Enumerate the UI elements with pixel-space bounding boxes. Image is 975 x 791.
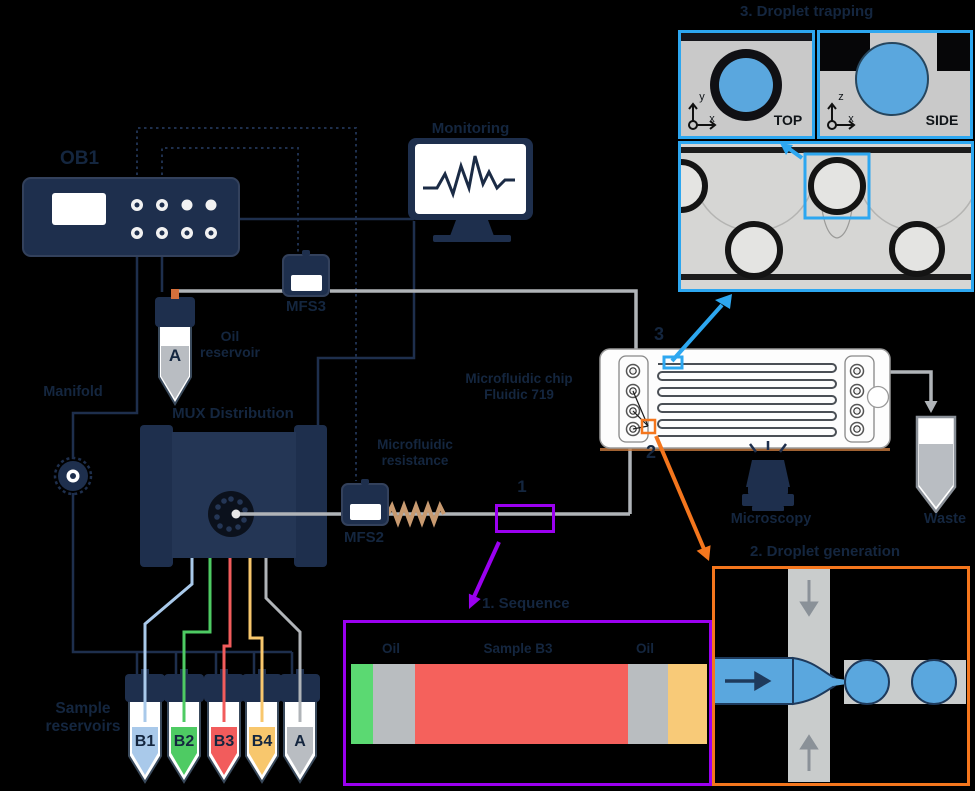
generation-title: 2. Droplet generation [750, 543, 901, 560]
manifold-icon [53, 456, 93, 496]
mux-label: MUX Distribution [172, 405, 294, 422]
ob1-pressure-controller [22, 177, 240, 257]
marker-1: 1 [517, 477, 527, 496]
monitoring-label: Monitoring [431, 120, 510, 137]
oil-flow-arrows [799, 580, 819, 771]
ob1-screen [52, 193, 106, 225]
mux-fluid-lines [143, 545, 302, 722]
side-view-label: SIDE [925, 112, 959, 128]
mfs3-port [302, 250, 310, 256]
trapping-title: 3. Droplet trapping [740, 3, 874, 20]
xy-axes-icon [688, 102, 717, 130]
sequence-segment-oil-1 [373, 664, 415, 744]
ob1-label: OB1 [60, 148, 100, 169]
sequence-panel [343, 620, 712, 786]
tube-b3-label: B3 [213, 733, 235, 750]
trapped-droplets [681, 157, 945, 279]
generation-marker-box [640, 418, 657, 435]
tube-b2-label: B2 [173, 733, 195, 750]
sequence-segment-yellow [668, 664, 707, 744]
monitoring-screen [408, 138, 533, 220]
sequence-segment-sample [415, 664, 628, 744]
mfs3-label: MFS3 [285, 298, 326, 315]
sequence-bar [351, 664, 707, 744]
sequence-label-oil-2: Oil [635, 641, 654, 656]
monitor-stand [433, 220, 511, 242]
resistance-label: Microfluidic resistance [377, 437, 453, 468]
zx-axes-icon [827, 102, 856, 130]
waste-tube [915, 415, 957, 515]
droplet-highlight-box [803, 152, 871, 220]
axis-x-label-side: x [848, 113, 854, 125]
signal-waveform [423, 155, 515, 199]
marker-2: 2 [645, 442, 656, 462]
mfs2-port [361, 479, 369, 485]
oil-reservoir-tube [155, 289, 195, 406]
mfs2-label: MFS2 [343, 529, 384, 546]
sequence-label-sample: Sample B3 [483, 641, 553, 656]
droplet-1 [844, 659, 890, 705]
ob1-front-panel [52, 193, 217, 239]
microfluidic-chip [599, 348, 891, 451]
oil-line [179, 289, 638, 365]
manifold-label: Manifold [43, 384, 103, 400]
oil-tube-letter: A [168, 346, 182, 365]
trapping-micrograph [678, 141, 974, 292]
axis-y-label: y [699, 91, 705, 103]
sample-reservoirs-label: Sample reservoirs [45, 700, 121, 735]
tubing-sample-marker-box [495, 504, 555, 533]
microscope-icon [742, 441, 794, 511]
sequence-title: 1. Sequence [482, 595, 570, 612]
serpentine-channel [657, 363, 837, 437]
tube-a-label: A [294, 733, 306, 750]
trapping-side-view [817, 30, 973, 139]
droplet-generation-panel [712, 566, 970, 786]
oil-reservoir-label: Oil reservoir [200, 328, 260, 361]
mux-distribution-device [140, 425, 327, 567]
tube-b1-label: B1 [134, 733, 156, 750]
chip-label: Microfluidic chip Fluidic 719 [465, 371, 573, 402]
sequence-label-oil-1: Oil [381, 641, 400, 656]
microscopy-label: Microscopy [730, 511, 812, 527]
waste-label: Waste [923, 511, 967, 527]
marker-3: 3 [653, 324, 664, 344]
droplet-2 [911, 659, 957, 705]
trapping-top-view [678, 30, 815, 139]
axis-z-label: z [838, 91, 844, 103]
mfs2-display [350, 504, 381, 520]
mfs3-flow-sensor [282, 250, 330, 297]
tube-b4-label: B4 [251, 733, 273, 750]
microfluidic-resistance-coil [386, 500, 446, 528]
mfs3-display [291, 275, 322, 291]
mfs2-flow-sensor [341, 479, 389, 526]
top-view-label: TOP [773, 112, 803, 128]
sequence-segment-oil-2 [628, 664, 668, 744]
sample-flow-arrow [725, 670, 772, 692]
sequence-segment-green [351, 664, 373, 744]
axis-x-label-top: x [709, 113, 715, 125]
